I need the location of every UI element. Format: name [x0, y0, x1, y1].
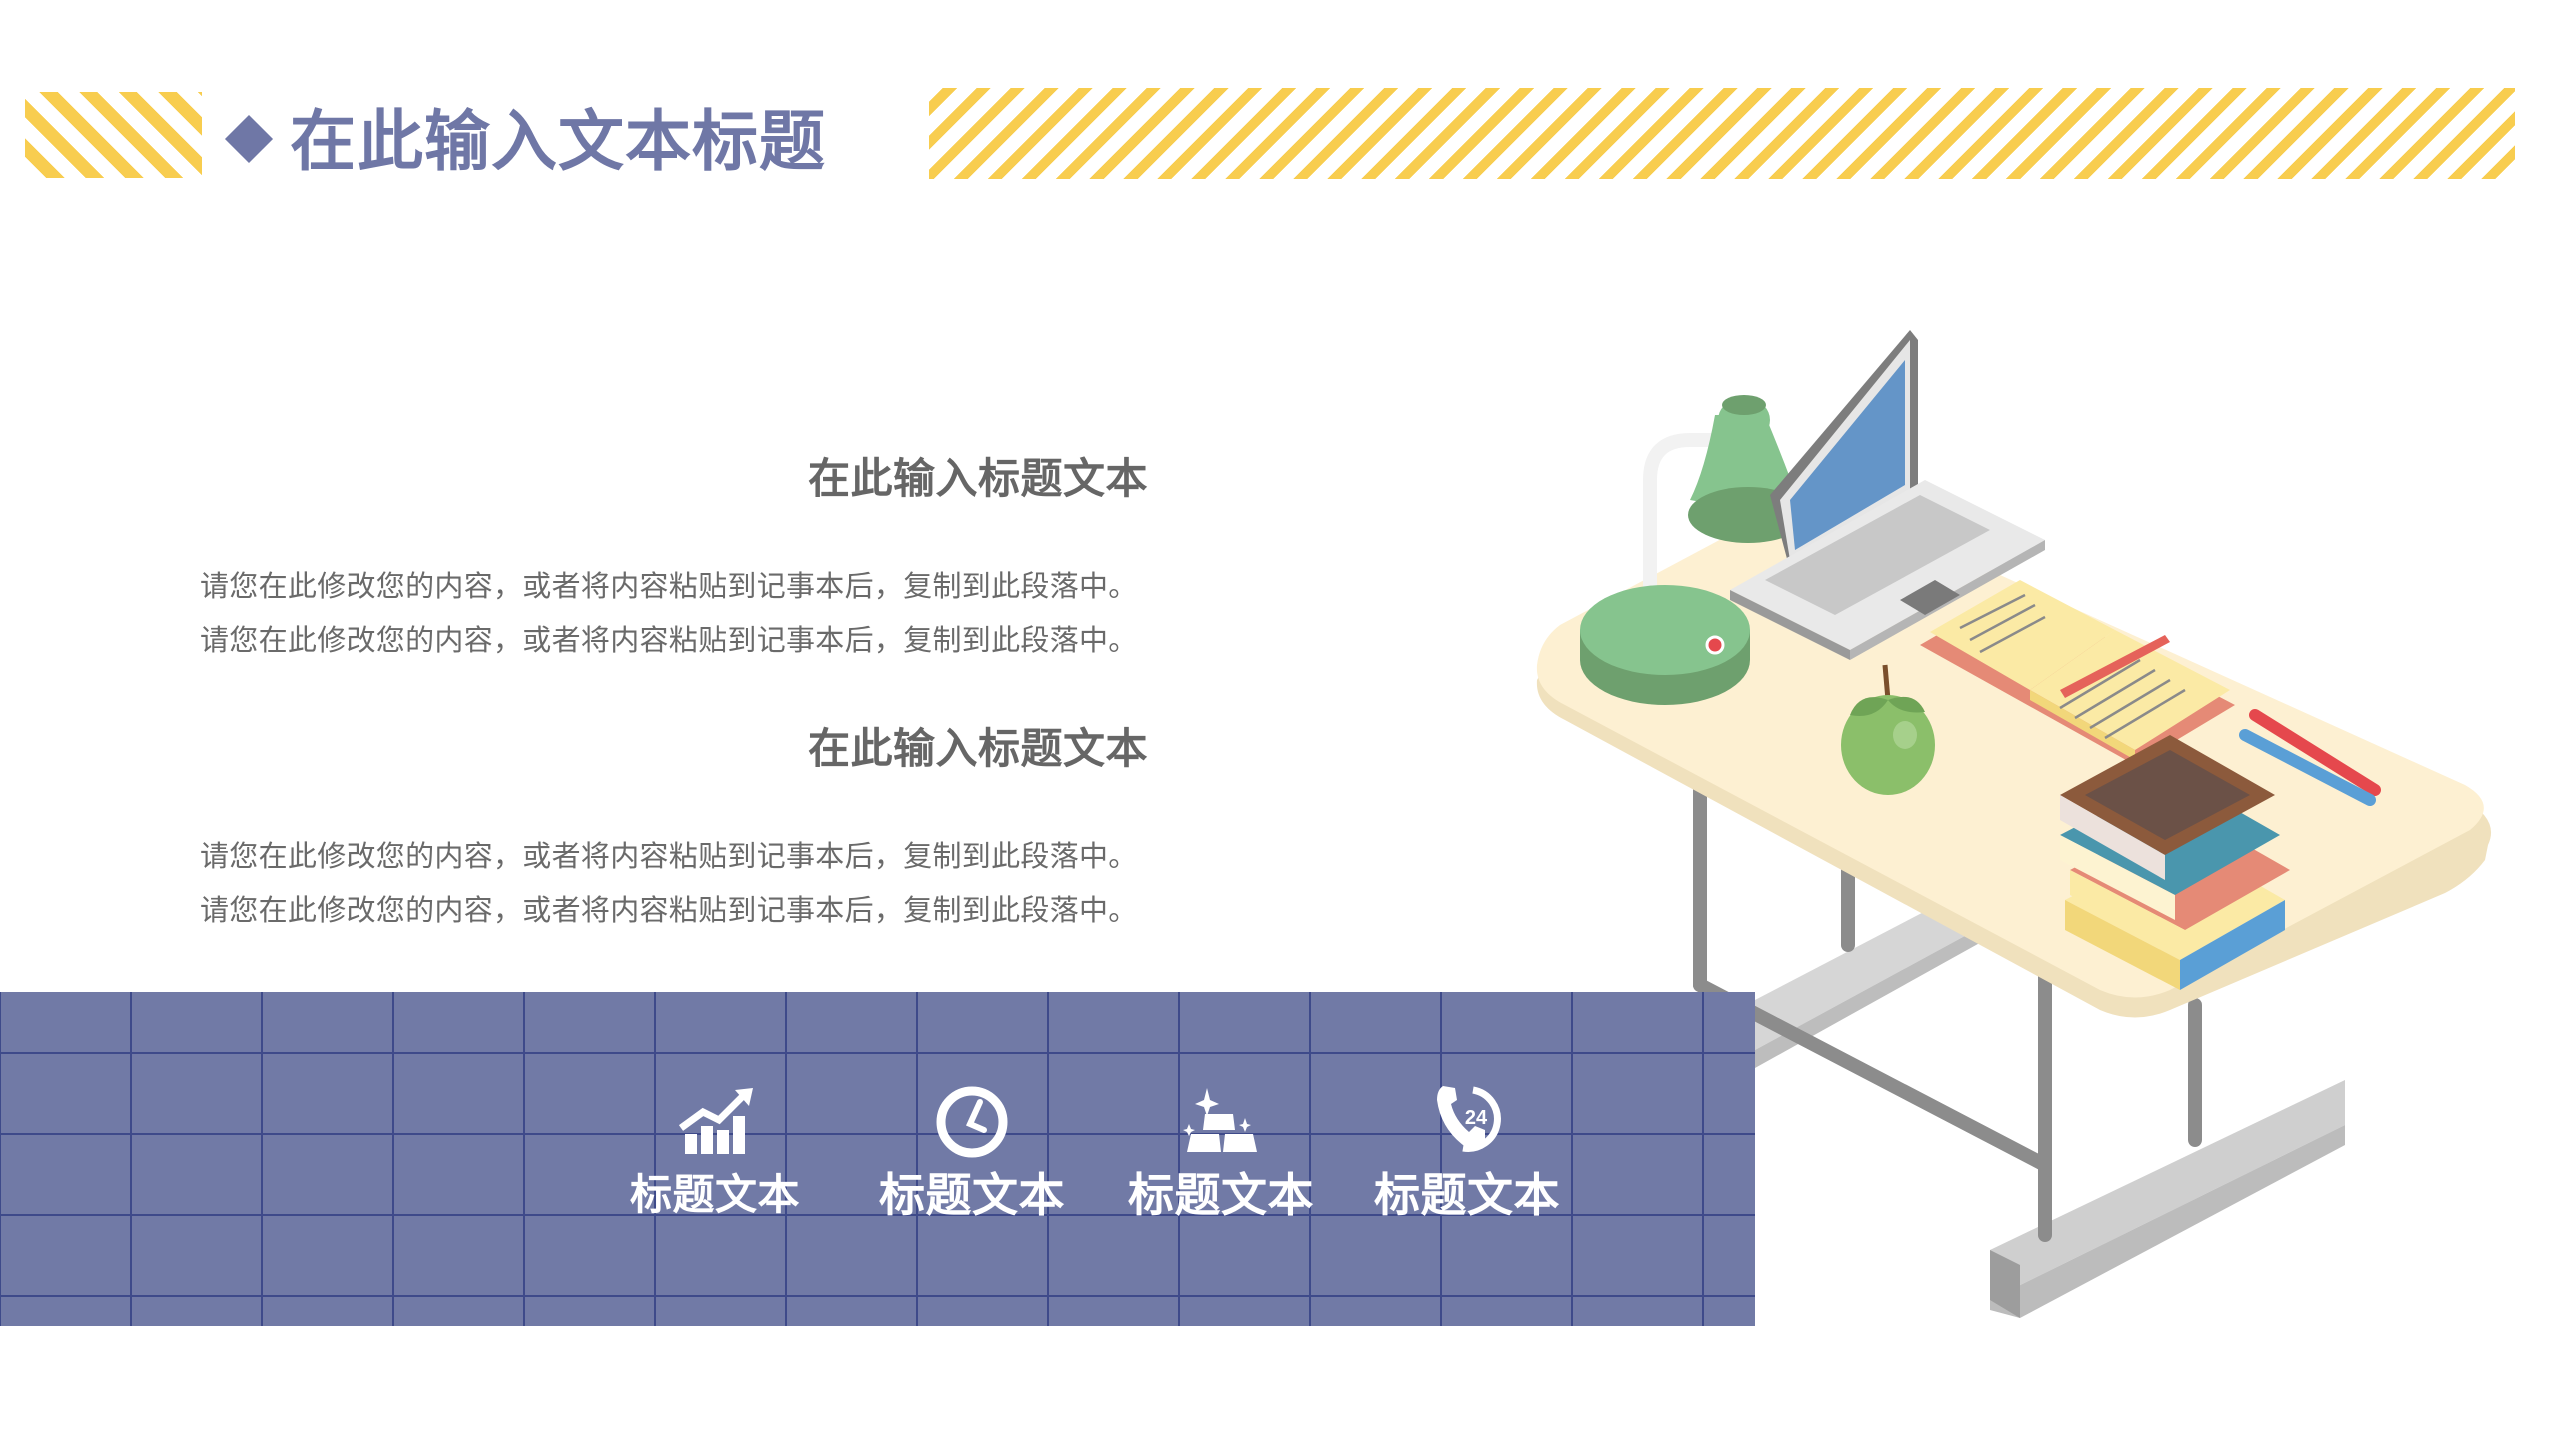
- feature-label-3: 标题文本: [1128, 1168, 1314, 1222]
- pens: [2239, 709, 2381, 806]
- feature-label-2: 标题文本: [879, 1168, 1065, 1222]
- section-1-line-1: 请您在此修改您的内容，或者将内容粘贴到记事本后，复制到此段落中。: [200, 569, 1138, 603]
- feature-item-1[interactable]: 标题文本: [629, 1080, 801, 1222]
- laptop: [1730, 330, 2045, 660]
- desk-legs: [1693, 763, 2202, 1242]
- apple: [1841, 664, 1935, 795]
- desk-illustration: [1536, 330, 2492, 1318]
- desk-top: [1536, 497, 2492, 1018]
- section-2-line-1: 请您在此修改您的内容，或者将内容粘贴到记事本后，复制到此段落中。: [200, 839, 1138, 873]
- gold-bars-icon: [1183, 1088, 1257, 1152]
- section-title-1: 在此输入标题文本: [807, 454, 1148, 503]
- header-stripe-right: [929, 88, 2515, 179]
- page-title: 在此输入文本标题: [290, 103, 826, 180]
- feature-label-4: 标题文本: [1374, 1168, 1560, 1222]
- feature-item-3[interactable]: 标题文本: [1126, 1080, 1316, 1222]
- open-book: [1920, 580, 2235, 765]
- growth-chart-icon: [678, 1088, 753, 1154]
- phone-24h-icon: 24: [1437, 1086, 1501, 1152]
- header-stripe-left: [25, 92, 202, 178]
- feature-label-1: 标题文本: [629, 1170, 800, 1219]
- section-1-line-2: 请您在此修改您的内容，或者将内容粘贴到记事本后，复制到此段落中。: [200, 623, 1138, 657]
- section-2-line-2: 请您在此修改您的内容，或者将内容粘贴到记事本后，复制到此段落中。: [200, 893, 1138, 927]
- diamond-bullet-icon: [224, 114, 274, 164]
- desk-base-bars: [1755, 880, 2345, 1318]
- feature-band: [0, 992, 1755, 1326]
- book-stack: [2060, 735, 2290, 990]
- clock-icon: [936, 1086, 1008, 1158]
- feature-item-2[interactable]: 标题文本: [878, 1080, 1066, 1222]
- svg-text:24: 24: [1465, 1107, 1488, 1129]
- section-title-2: 在此输入标题文本: [807, 724, 1148, 773]
- feature-item-4[interactable]: 24 标题文本: [1373, 1080, 1561, 1222]
